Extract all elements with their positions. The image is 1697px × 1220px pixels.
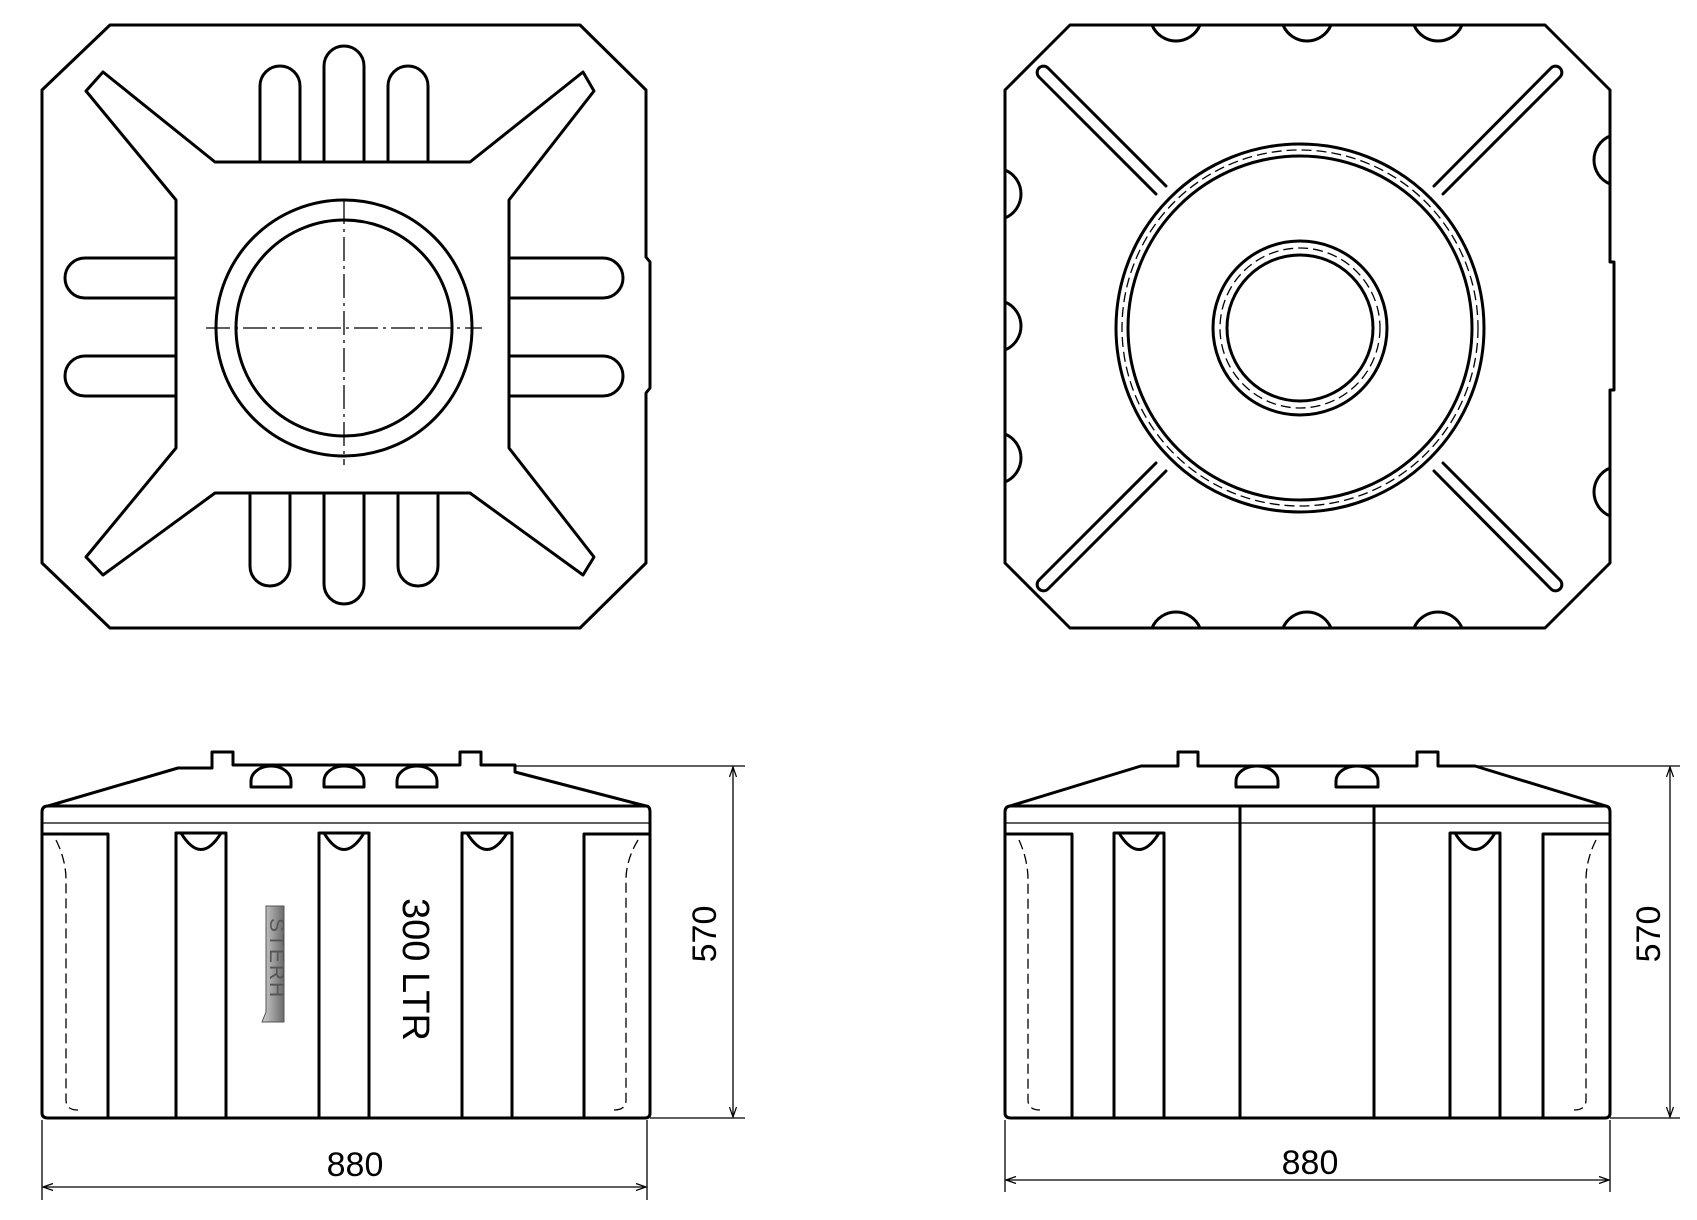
top-view-lid (40, 23, 652, 630)
width-dimension-value: 880 (1282, 1144, 1339, 1182)
foot-notch-left-2 (1003, 300, 1023, 352)
left-band (1003, 832, 1074, 1120)
diag-rib-top-right (1432, 64, 1564, 196)
base-hub-outer (1211, 239, 1389, 417)
fitting-1 (249, 764, 293, 789)
base-hub-hidden (1219, 247, 1381, 409)
diag-rib-top-left (1035, 64, 1168, 196)
vertical-rib-1 (174, 831, 228, 1120)
hidden-wall-right (613, 839, 639, 1111)
front-view-right: 570 880 (1003, 750, 1680, 1192)
tank-outline-octagon (40, 23, 652, 630)
hidden-wall-right (1573, 839, 1597, 1111)
width-dimension-value: 880 (327, 1146, 384, 1184)
vertical-rib-3 (460, 831, 514, 1120)
foot-notch-bottom-1 (1150, 610, 1202, 630)
roof-profile (46, 750, 648, 808)
tank-body-outline (1003, 804, 1612, 1120)
bottom-view-base (1003, 23, 1616, 630)
foot-notch-top-2 (1281, 23, 1333, 43)
right-band (1541, 832, 1612, 1120)
rib-bottom-1 (248, 493, 292, 588)
rib-bottom-3 (396, 493, 440, 588)
height-dimension-value: 570 (686, 906, 724, 963)
fitting-2 (322, 764, 366, 789)
right-band (582, 832, 652, 1120)
foot-notch-top-1 (1150, 23, 1202, 43)
sterh-logo: STERH (261, 905, 288, 1023)
rib-right-1 (507, 256, 625, 300)
rib-left-2 (63, 354, 178, 398)
roof-profile (1008, 750, 1608, 808)
base-ring-outer (1114, 142, 1486, 514)
rib-bottom-2 (322, 493, 366, 606)
fitting-3 (395, 764, 439, 789)
vertical-rib-1 (1112, 831, 1166, 1120)
front-view-left: STERH 300 LTR 570 880 (40, 750, 745, 1200)
rib-top-3 (386, 64, 430, 162)
height-dimension-value: 570 (1630, 906, 1668, 963)
left-band (40, 832, 110, 1120)
hidden-wall-left (55, 839, 79, 1111)
foot-notch-left-1 (1003, 168, 1023, 220)
foot-notch-bottom-3 (1412, 610, 1464, 630)
base-outline-octagon (1003, 23, 1616, 630)
vertical-rib-2 (317, 831, 371, 1120)
rib-left-1 (63, 256, 178, 300)
base-ring-middle (1126, 154, 1474, 502)
base-ring-outer-hidden (1121, 149, 1479, 507)
fitting-1 (1234, 764, 1280, 789)
foot-notch-right-2 (1592, 466, 1612, 518)
base-hub-inner (1225, 253, 1375, 403)
vertical-rib-2 (1448, 831, 1502, 1120)
rib-top-1 (258, 64, 302, 162)
foot-notch-left-3 (1003, 432, 1023, 484)
cross-rib-frame (84, 70, 596, 577)
hidden-wall-left (1018, 839, 1041, 1111)
rib-right-2 (507, 354, 625, 398)
logo-text: STERH (265, 918, 288, 999)
tank-body-outline (40, 804, 652, 1120)
fitting-2 (1334, 764, 1380, 789)
foot-notch-right-1 (1592, 134, 1612, 186)
rib-top-2 (322, 44, 366, 162)
diag-rib-bottom-right (1432, 461, 1564, 593)
foot-notch-top-3 (1412, 23, 1464, 43)
capacity-label: 300 LTR (394, 898, 436, 1041)
diag-rib-bottom-left (1035, 461, 1168, 593)
foot-notch-bottom-2 (1281, 610, 1333, 630)
